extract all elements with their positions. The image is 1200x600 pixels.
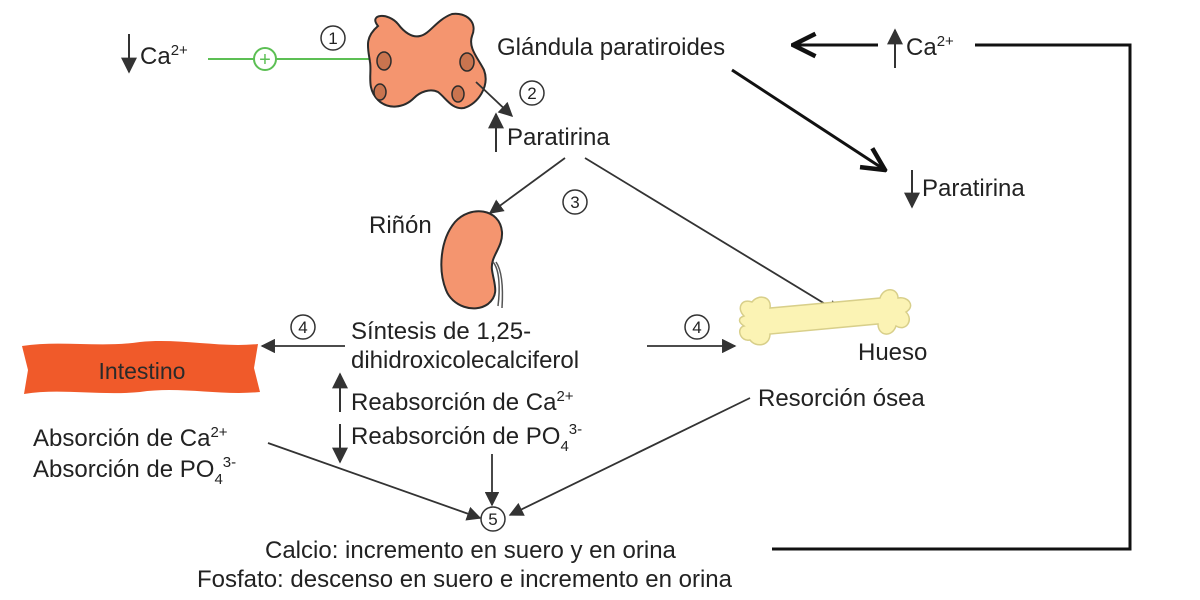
- intestine-to-outcome-arrow: [267, 442, 482, 521]
- pth-to-bone-arrow: [584, 157, 842, 314]
- step-1-number: 1: [328, 29, 337, 48]
- step-5-circle: [480, 506, 506, 532]
- step-3-circle: [562, 189, 588, 215]
- bone-to-outcome-arrow: [508, 397, 751, 516]
- plus-sign: +: [259, 49, 271, 71]
- step-5-number: 5: [488, 510, 497, 529]
- kidney-label: Riñón: [369, 212, 432, 239]
- pth-to-kidney-arrow: [488, 157, 566, 214]
- intestine-icon: [22, 341, 260, 394]
- abs-po-label: Absorción de PO43-: [33, 454, 236, 488]
- step-1-circle: [320, 25, 346, 51]
- step-4-right-circle: [684, 314, 710, 340]
- step-2-circle: [519, 80, 545, 106]
- synthesis-line-1: Síntesis de 1,25-: [351, 318, 531, 345]
- bone-resorption-label: Resorción ósea: [758, 385, 925, 412]
- outcome-calcium: Calcio: incremento en suero y en orina: [265, 537, 677, 564]
- reabs-ca-label: Reabsorción de Ca2+: [351, 388, 574, 416]
- step-2-number: 2: [527, 84, 536, 103]
- feedback-loop-line: [772, 43, 1132, 551]
- pth-down-label: Paratirina: [922, 175, 1025, 202]
- synthesis-line-2: dihidroxicolecalciferol: [351, 347, 579, 374]
- inhibition-arrow: [731, 68, 885, 170]
- intestine-label: Intestino: [99, 358, 186, 384]
- step-4-left-circle: [290, 314, 316, 340]
- bone-icon: [738, 289, 912, 346]
- step-4-left-number: 4: [298, 318, 307, 337]
- high-ca-label: Ca2+: [906, 33, 954, 61]
- parathyroid-gland-icon: [366, 12, 487, 110]
- reabs-po-label: Reabsorción de PO43-: [351, 421, 582, 455]
- abs-ca-label: Absorción de Ca2+: [33, 424, 228, 452]
- step-4-right-number: 4: [692, 318, 701, 337]
- bone-label: Hueso: [858, 339, 927, 366]
- plus-circle: [253, 47, 277, 71]
- kidney-icon: [440, 210, 504, 310]
- step-3-number: 3: [570, 193, 579, 212]
- low-ca-label: Ca2+: [140, 42, 188, 70]
- gland-to-pth-arrow: [475, 81, 514, 117]
- pth-up-label: Paratirina: [507, 124, 610, 151]
- outcome-phosphate: Fosfato: descenso en suero e incremento …: [197, 566, 733, 593]
- parathyroid-label: Glándula paratiroides: [497, 34, 725, 61]
